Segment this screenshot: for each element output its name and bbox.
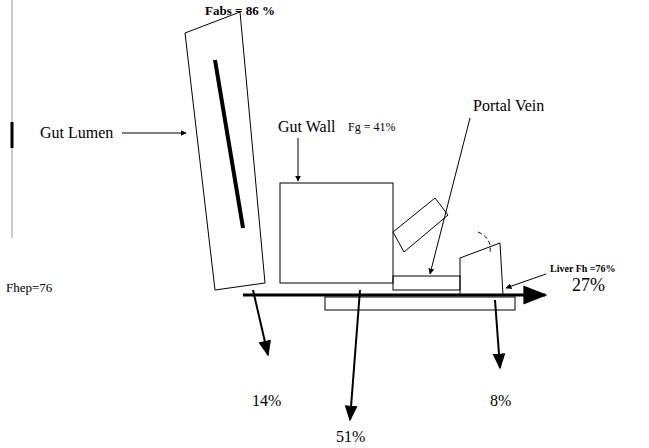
gut-wall-box xyxy=(280,183,393,283)
lower-tube xyxy=(325,297,515,310)
loss-arrow xyxy=(350,290,360,420)
part-name: Portal Vein xyxy=(473,97,544,115)
leader-line xyxy=(298,138,299,181)
fraction-label: Fhep=76 xyxy=(6,281,52,295)
leader-line xyxy=(430,118,470,274)
absorption-label: Fabs = 86 % xyxy=(205,4,275,18)
callout-number: 8% xyxy=(490,392,511,410)
lumen-bar xyxy=(215,60,243,228)
liver-shape xyxy=(460,243,503,295)
callout-number: 51% xyxy=(336,428,365,446)
fraction-label: Fg = 41% xyxy=(348,121,395,134)
callout-number: 14% xyxy=(252,392,281,410)
loss-arrow xyxy=(253,290,268,355)
gut-lumen-shape xyxy=(185,12,265,290)
liver-arc xyxy=(478,232,490,252)
callout-number: 27% xyxy=(572,276,605,296)
leader-line xyxy=(506,274,546,288)
tilted-tube xyxy=(393,198,448,252)
margin-line xyxy=(12,0,13,238)
portal-vein-tube xyxy=(393,276,460,290)
margin-mark xyxy=(11,122,14,148)
part-name: Liver Fh =76% xyxy=(550,263,616,274)
main-flow-arrow xyxy=(243,294,545,297)
leader-line xyxy=(122,133,186,134)
part-name: Gut Lumen xyxy=(40,124,113,142)
loss-arrow xyxy=(495,300,500,368)
part-name: Gut Wall xyxy=(278,118,336,136)
